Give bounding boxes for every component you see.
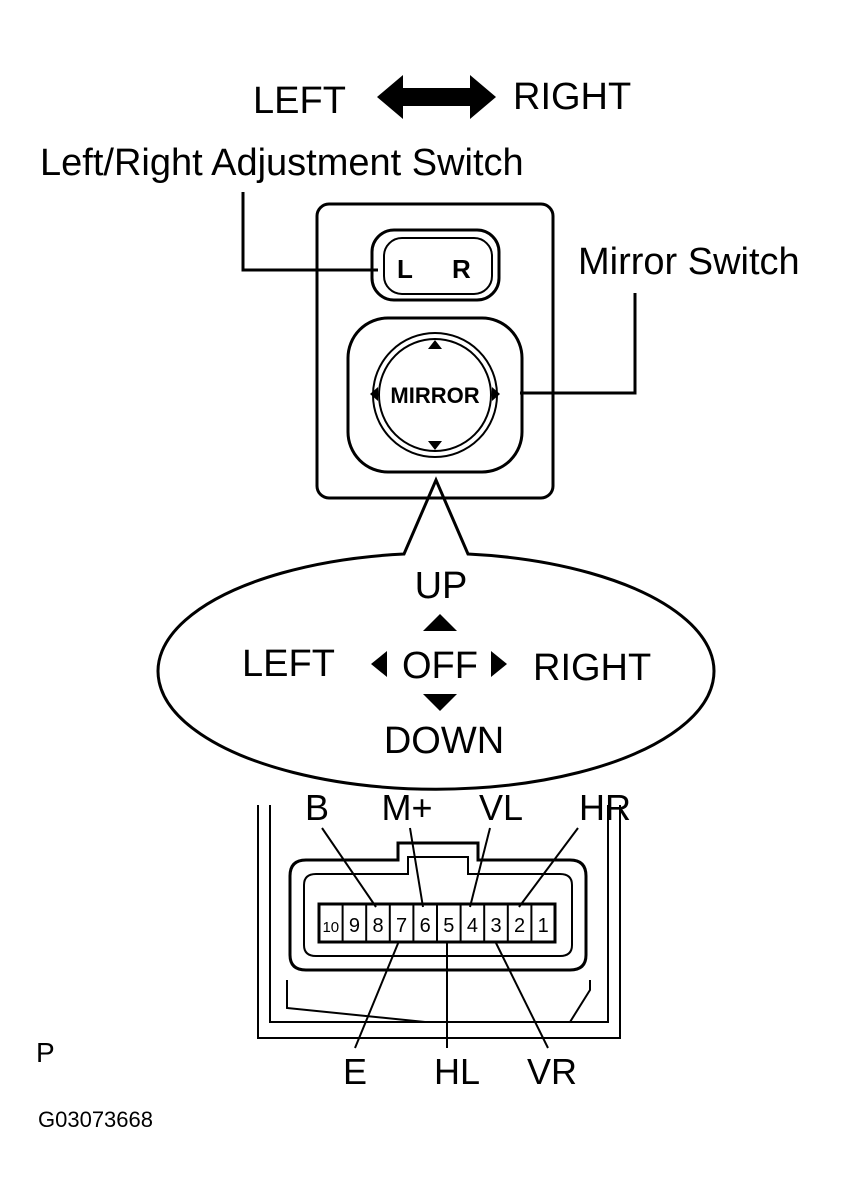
mirror-down-arrow-icon <box>428 441 442 450</box>
pin-label-hr: HR <box>579 787 631 828</box>
mirror-right-arrow-icon <box>492 387 500 401</box>
bubble-right-label: RIGHT <box>533 647 651 689</box>
double-arrow-icon <box>377 75 496 119</box>
pin-label-m-plus: M+ <box>381 787 432 828</box>
mirror-switch-button[interactable]: MIRROR <box>346 316 524 474</box>
pin-number: 1 <box>538 915 549 937</box>
top-right-label: RIGHT <box>513 76 631 118</box>
bubble-down-label: DOWN <box>384 720 504 762</box>
adjustment-switch-leader <box>241 192 378 272</box>
right-arrow-icon <box>491 651 507 677</box>
pin-number: 2 <box>514 915 525 937</box>
mirror-switch-leader <box>520 293 637 395</box>
left-arrow-icon <box>371 651 387 677</box>
down-arrow-icon <box>423 694 457 711</box>
pin-label-b: B <box>305 787 329 828</box>
connector-body <box>257 805 621 1039</box>
bubble-up-label: UP <box>415 565 468 607</box>
pin-label-hl: HL <box>434 1051 480 1092</box>
adjustment-switch-label: Left/Right Adjustment Switch <box>40 142 524 184</box>
leader-e <box>354 940 400 1049</box>
bubble-left-label: LEFT <box>242 643 335 685</box>
bubble-center-label: OFF <box>402 645 478 687</box>
pin-label-vl: VL <box>479 787 523 828</box>
pin-number: 10 <box>322 919 339 936</box>
mirror-switch-label: Mirror Switch <box>578 241 800 283</box>
lr-adjustment-switch[interactable]: L R <box>370 228 501 302</box>
leader-hr <box>518 827 579 908</box>
mirror-button-label: MIRROR <box>390 383 479 408</box>
switch-r-label: R <box>452 254 471 284</box>
direction-bubble <box>156 476 716 791</box>
leader-b <box>321 827 377 908</box>
mirror-left-arrow-icon <box>370 387 378 401</box>
pin-number: 5 <box>443 915 454 937</box>
pin-number: 8 <box>372 915 383 937</box>
switch-l-label: L <box>397 254 413 284</box>
pin-label-vr: VR <box>527 1051 577 1092</box>
pin-number: 7 <box>396 915 407 937</box>
leader-vr <box>494 940 549 1049</box>
switch-housing <box>315 202 555 500</box>
pin-number: 9 <box>349 915 360 937</box>
up-arrow-icon <box>423 614 457 631</box>
top-left-label: LEFT <box>253 80 346 122</box>
pin-number: 6 <box>420 915 431 937</box>
pin-label-e: E <box>343 1051 367 1092</box>
pin-number: 4 <box>467 915 478 937</box>
leader-vl <box>469 827 491 908</box>
figure-code: G03073668 <box>38 1107 153 1132</box>
pin-number: 3 <box>490 915 501 937</box>
corner-mark: P <box>36 1037 55 1068</box>
leader-m-plus <box>409 827 424 908</box>
mirror-up-arrow-icon <box>428 340 442 349</box>
